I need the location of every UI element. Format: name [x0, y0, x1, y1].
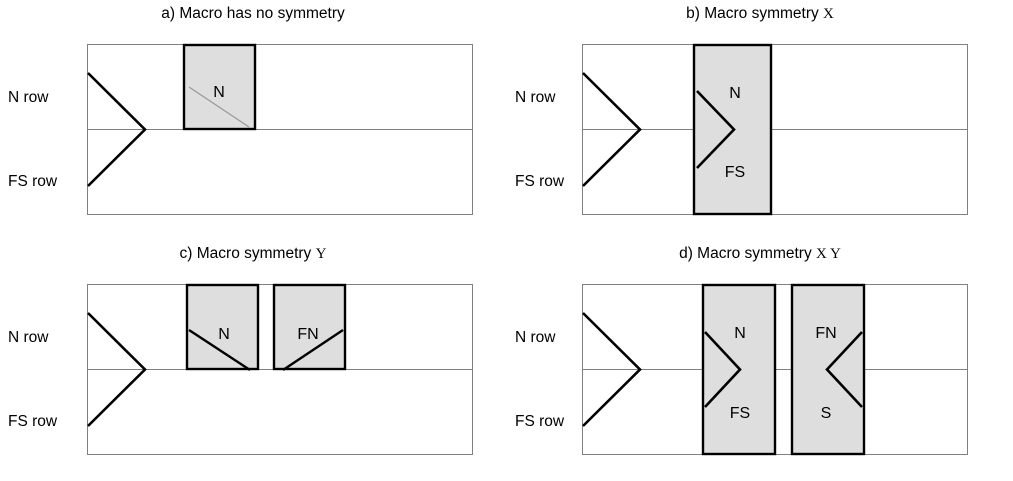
panel-d-canvas: N FS FN S	[582, 283, 968, 456]
panel-d-row-connector-arrow	[582, 312, 642, 427]
panel-b-box-arrow-right-icon	[696, 90, 736, 169]
row-label-fs-bottom: FS row	[8, 173, 58, 190]
panel-d-box-arrow-right-icon	[704, 331, 742, 408]
panel-c-title: c) Macro symmetry Y	[0, 244, 506, 264]
row-label-n-top: N row	[515, 89, 556, 106]
panel-d-box-first-top-label: N	[734, 325, 746, 342]
panel-c-canvas: N FN	[87, 283, 473, 455]
panel-b-title-text: b) Macro symmetry	[686, 5, 824, 22]
panel-b-row-connector-arrow	[582, 72, 642, 187]
panel-b-title: b) Macro symmetry X	[507, 4, 1013, 24]
panel-b-title-symmetry: X	[823, 6, 834, 22]
panel-a-title: a) Macro has no symmetry	[0, 4, 506, 24]
row-label-n-top: N row	[8, 329, 49, 346]
panel-d-box-second-top-label: FN	[815, 325, 836, 342]
panel-b-canvas: N FS	[582, 43, 968, 216]
panel-c-box-n	[185, 283, 260, 371]
panel-c-row-connector-arrow	[87, 312, 147, 427]
row-label-fs-bottom: FS row	[8, 413, 58, 430]
panel-d-box-first-bottom-label: FS	[730, 405, 750, 422]
panel-c-box-n-diagonal-down-icon	[188, 328, 251, 372]
panel-c-box-n-label: N	[218, 326, 230, 343]
panel-a-canvas: N	[87, 43, 473, 215]
panel-d: d) Macro symmetry X Y N row FS row N FS …	[507, 240, 1013, 480]
panel-d-title: d) Macro symmetry X Y	[507, 244, 1013, 264]
row-label-fs-bottom: FS row	[515, 413, 565, 430]
panel-c-box-fn	[272, 283, 347, 371]
row-label-n-top: N row	[515, 329, 556, 346]
panel-a-box-n-faint-diagonal-icon	[188, 86, 250, 128]
panel-b: b) Macro symmetry X N row FS row N FS	[507, 0, 1013, 240]
panel-d-box-second-bottom-label: S	[821, 405, 832, 422]
panel-a-box-n	[182, 43, 257, 131]
panel-c-box-fn-label: FN	[297, 326, 318, 343]
panel-c-box-fn-diagonal-up-icon	[282, 329, 344, 371]
panel-c: c) Macro symmetry Y N row FS row N FN	[0, 240, 506, 480]
panel-d-title-symmetry: X Y	[816, 246, 841, 262]
panel-c-title-text: c) Macro symmetry	[179, 245, 316, 262]
panel-a-box-n-label: N	[213, 84, 225, 101]
row-label-fs-bottom: FS row	[515, 173, 565, 190]
panel-b-box-top-label: N	[729, 85, 741, 102]
panel-a-row-connector-arrow	[87, 72, 147, 187]
panel-d-title-text: d) Macro symmetry	[679, 245, 817, 262]
row-label-n-top: N row	[8, 89, 49, 106]
panel-a: a) Macro has no symmetry N row FS row N	[0, 0, 506, 240]
panel-c-title-symmetry: Y	[315, 246, 327, 262]
panel-b-box-bottom-label: FS	[725, 164, 745, 181]
panel-d-box-arrow-left-icon	[825, 331, 863, 408]
panel-a-title-text: a) Macro has no symmetry	[161, 5, 345, 22]
